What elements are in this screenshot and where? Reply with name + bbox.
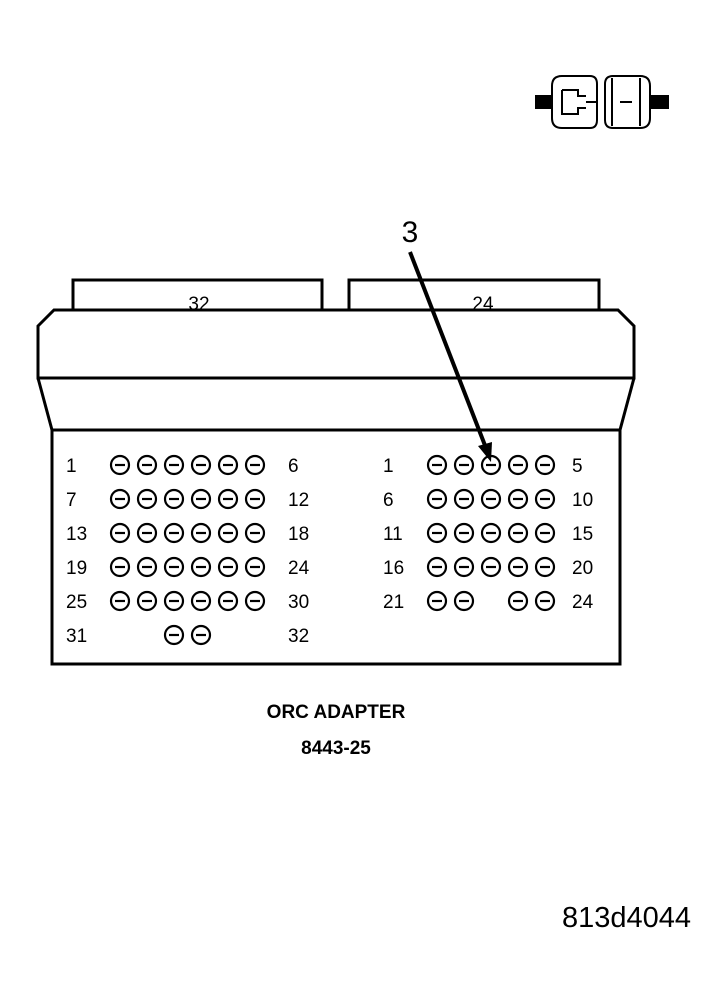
left-block-pin — [190, 590, 212, 612]
right-block-pin — [426, 590, 448, 612]
left-block-pin — [136, 454, 158, 476]
left-block-row-end-label: 30 — [288, 592, 309, 613]
left-block-pin — [190, 454, 212, 476]
left-block-pin — [217, 556, 239, 578]
right-block-pin — [507, 556, 529, 578]
right-block-row-start-label: 16 — [383, 558, 404, 579]
right-block-pin — [453, 590, 475, 612]
right-block-pin — [453, 522, 475, 544]
left-block-pin — [190, 488, 212, 510]
callout-arrow — [408, 251, 492, 462]
left-block-pin — [109, 590, 131, 612]
left-block-pin — [244, 556, 266, 578]
right-block-pin — [480, 454, 502, 476]
left-block-row-end-label: 12 — [288, 490, 309, 511]
left-block-pin — [217, 522, 239, 544]
left-block-row-end-label: 24 — [288, 558, 310, 579]
left-block-row-end-label: 6 — [288, 456, 299, 477]
figure-id: 813d4044 — [561, 902, 691, 934]
left-block-row-start-label: 31 — [66, 626, 87, 647]
left-block-pin — [136, 522, 158, 544]
left-block-pin — [136, 590, 158, 612]
caption-title: ORC ADAPTER — [266, 702, 406, 723]
right-block-row-end-label: 15 — [572, 524, 593, 545]
right-block-pin — [426, 454, 448, 476]
left-block-pin — [190, 522, 212, 544]
left-block-pin — [217, 590, 239, 612]
callout-number: 3 — [402, 216, 419, 249]
left-block-pin — [244, 488, 266, 510]
left-block-pin — [109, 454, 131, 476]
right-block-pin — [453, 488, 475, 510]
right-block-pin — [534, 522, 556, 544]
right-block-row-start-label: 1 — [383, 456, 394, 477]
right-block-row-start-label: 6 — [383, 490, 394, 511]
left-tab-label: 32 — [188, 294, 209, 315]
left-block-row-start-label: 25 — [66, 592, 87, 613]
left-block-pin — [109, 522, 131, 544]
right-block-pin — [534, 556, 556, 578]
right-block-row-end-label: 5 — [572, 456, 583, 477]
left-block-row-end-label: 18 — [288, 524, 309, 545]
left-block-pin — [109, 556, 131, 578]
right-block-pin — [480, 556, 502, 578]
left-block-row-start-label: 7 — [66, 490, 77, 511]
right-block-pin — [507, 488, 529, 510]
left-block-pin — [163, 624, 185, 646]
left-block-pin — [244, 522, 266, 544]
left-block-pin — [217, 488, 239, 510]
left-block-row-start-label: 19 — [66, 558, 87, 579]
right-block-pin — [426, 556, 448, 578]
left-block-pin — [163, 590, 185, 612]
right-block-pin — [426, 488, 448, 510]
left-block-row-start-label: 1 — [66, 456, 77, 477]
right-block-pin — [507, 522, 529, 544]
left-block-pin — [109, 488, 131, 510]
left-block-pin — [190, 624, 212, 646]
right-tab-label: 24 — [472, 294, 494, 315]
right-block-row-end-label: 24 — [572, 592, 594, 613]
left-block-pin — [244, 454, 266, 476]
left-block-pin — [190, 556, 212, 578]
left-block-pin — [136, 556, 158, 578]
left-block-row-end-label: 32 — [288, 626, 309, 647]
right-block-pin — [480, 488, 502, 510]
left-block-pin — [136, 488, 158, 510]
right-block-row-start-label: 11 — [383, 524, 403, 545]
right-block-pin — [534, 454, 556, 476]
right-block-pin — [453, 556, 475, 578]
right-block-pin — [534, 590, 556, 612]
left-block-pin — [163, 556, 185, 578]
connector-icon — [535, 75, 669, 129]
left-block-pin — [244, 590, 266, 612]
right-block-pin — [534, 488, 556, 510]
left-block-row-start-label: 13 — [66, 524, 87, 545]
right-block-pin — [453, 454, 475, 476]
left-block-pin — [163, 454, 185, 476]
right-block-row-end-label: 10 — [572, 490, 593, 511]
right-block-pin — [426, 522, 448, 544]
left-block-pin — [217, 454, 239, 476]
left-block-pin — [163, 522, 185, 544]
left-block-pin — [163, 488, 185, 510]
caption-part-number: 8443-25 — [301, 738, 371, 759]
right-block-pin — [507, 590, 529, 612]
right-block-row-start-label: 21 — [383, 592, 404, 613]
right-block-pin — [507, 454, 529, 476]
right-block-pin — [480, 522, 502, 544]
right-block-row-end-label: 20 — [572, 558, 593, 579]
